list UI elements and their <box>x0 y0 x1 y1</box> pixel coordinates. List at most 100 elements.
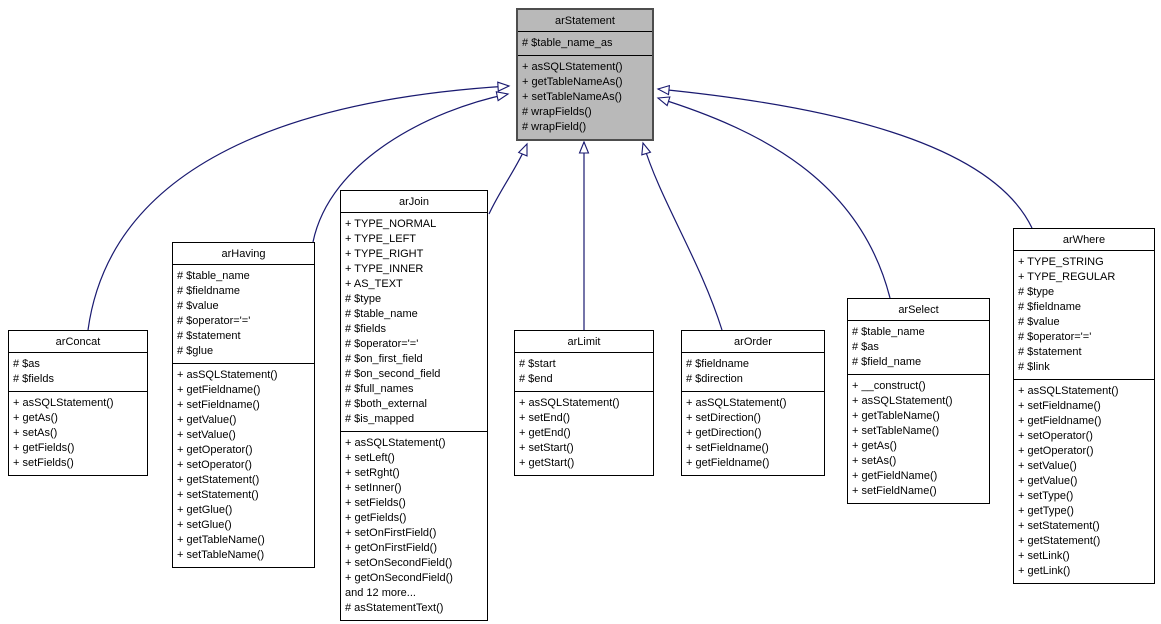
class-method: # asStatementText() <box>345 602 444 614</box>
class-method: + getDirection() <box>686 427 762 439</box>
class-field: # $operator='=' <box>1018 331 1092 343</box>
class-method: + setStatement() <box>177 489 259 501</box>
class-method: + getTableNameAs() <box>522 76 623 88</box>
class-methods-compartment: + asSQLStatement()+ setEnd()+ getEnd()+ … <box>515 391 653 475</box>
class-method: + asSQLStatement() <box>345 437 446 449</box>
inheritance-edge-arOrder-to-arStatement <box>641 141 723 331</box>
class-method: + setOperator() <box>1018 430 1093 442</box>
class-name: arStatement <box>555 15 615 27</box>
class-node-arWhere[interactable]: arWhere+ TYPE_STRING+ TYPE_REGULAR# $typ… <box>1013 228 1155 584</box>
class-methods-compartment: + asSQLStatement()+ setFieldname()+ getF… <box>1014 379 1154 583</box>
class-field: # $as <box>852 341 879 353</box>
class-method: + getOperator() <box>1018 445 1094 457</box>
class-method: + getLink() <box>1018 565 1071 577</box>
class-method: + getTableName() <box>177 534 265 546</box>
class-field: # $value <box>1018 316 1060 328</box>
class-method: + setOperator() <box>177 459 252 471</box>
class-field: + TYPE_NORMAL <box>345 218 437 230</box>
class-method: + setValue() <box>1018 460 1077 472</box>
class-field: + TYPE_REGULAR <box>1018 271 1116 283</box>
class-field: # $statement <box>177 330 241 342</box>
class-method: # wrapFields() <box>522 106 592 118</box>
class-field: # $both_external <box>345 398 427 410</box>
class-name: arHaving <box>221 248 266 260</box>
class-method: + getFieldName() <box>852 470 938 482</box>
class-field: # $direction <box>686 373 743 385</box>
class-method: + asSQLStatement() <box>852 395 953 407</box>
inheritance-edge-arWhere-to-arStatement <box>656 84 1033 229</box>
class-name: arJoin <box>399 196 429 208</box>
class-method: + setAs() <box>13 427 58 439</box>
class-field: # $fieldname <box>177 285 240 297</box>
class-field: # $operator='=' <box>345 338 419 350</box>
class-method: + setRght() <box>345 467 400 479</box>
class-method: + getOnFirstField() <box>345 542 437 554</box>
class-method: + getValue() <box>177 414 237 426</box>
class-field: # $fields <box>13 373 54 385</box>
class-field: # $operator='=' <box>177 315 251 327</box>
class-node-arSelect[interactable]: arSelect # $table_name # $as # $field_name +… <box>847 298 990 504</box>
class-field: # $fieldname <box>686 358 749 370</box>
class-node-arOrder[interactable]: arOrder# $fieldname# $direction+ asSQLSt… <box>681 330 825 476</box>
class-method: + getStatement() <box>177 474 260 486</box>
class-method: + setGlue() <box>177 519 232 531</box>
class-field: + AS_TEXT <box>345 278 403 290</box>
class-field: + TYPE_INNER <box>345 263 424 275</box>
inheritance-edge-arJoin-to-arStatement <box>488 142 528 215</box>
class-field: # $link <box>1018 361 1050 373</box>
class-node-arLimit[interactable]: arLimit# $start# $end+ asSQLStatement()+… <box>514 330 654 476</box>
class-field: # $field_name <box>852 356 922 368</box>
class-field: # $value <box>177 300 219 312</box>
class-method: + setOnSecondField() <box>345 557 453 569</box>
class-method: + getStatement() <box>1018 535 1101 547</box>
class-field: # $is_mapped <box>345 413 415 425</box>
class-field: # $statement <box>1018 346 1082 358</box>
class-field: # $full_names <box>345 383 414 395</box>
class-method: + getFields() <box>13 442 75 454</box>
class-method: + setEnd() <box>519 412 571 424</box>
class-method: + getValue() <box>1018 475 1078 487</box>
class-method: + getFieldname() <box>686 457 770 469</box>
class-method: + getFieldname() <box>177 384 261 396</box>
class-fields-compartment: + TYPE_STRING + TYPE_REGULAR # $type # $fie… <box>1014 250 1154 379</box>
class-name: arSelect <box>898 304 939 316</box>
class-field: # $as <box>13 358 40 370</box>
class-method: + getTableName() <box>852 410 940 422</box>
class-method: + setStatement() <box>1018 520 1100 532</box>
class-field: + TYPE_RIGHT <box>345 248 424 260</box>
class-method: + setTableName() <box>852 425 940 437</box>
class-method: + setTableNameAs() <box>522 91 622 103</box>
class-field: # $end <box>519 373 553 385</box>
class-method: + getEnd() <box>519 427 571 439</box>
class-method: + setFields() <box>13 457 74 469</box>
class-field: # $fields <box>345 323 386 335</box>
class-method: + setDirection() <box>686 412 761 424</box>
class-method: + setAs() <box>852 455 897 467</box>
class-field: # $glue <box>177 345 214 357</box>
class-field: # $fieldname <box>1018 301 1081 313</box>
class-field: # $start <box>519 358 556 370</box>
class-methods-compartment: + __construct()+ asSQLStatement()+ getTa… <box>848 374 989 503</box>
class-methods-compartment: + asSQLStatement()+ getAs()+ setAs()+ ge… <box>9 391 147 475</box>
inheritance-edge-arHaving-to-arStatement <box>312 91 510 243</box>
class-method: + asSQLStatement() <box>522 61 623 73</box>
class-method: + setType() <box>1018 490 1074 502</box>
class-node-arHaving[interactable]: arHaving# $table_name# $fieldname# $valu… <box>172 242 315 568</box>
class-methods-compartment: + asSQLStatement()+ getFieldname()+ setF… <box>173 363 314 567</box>
class-field: # $type <box>1018 286 1055 298</box>
class-node-arConcat[interactable]: arConcat# $as# $fields+ asSQLStatement()… <box>8 330 148 476</box>
class-method: + asSQLStatement() <box>13 397 114 409</box>
class-field: # $table_name <box>852 326 925 338</box>
class-name: arLimit <box>567 336 601 348</box>
class-method: + setValue() <box>177 429 236 441</box>
class-fields-compartment: # $start # $end <box>515 352 653 391</box>
class-method: + getOperator() <box>177 444 253 456</box>
class-field: + TYPE_STRING <box>1018 256 1104 268</box>
class-methods-compartment: + asSQLStatement() + getTableNameAs() + se… <box>518 55 652 139</box>
class-node-arStatement[interactable]: arStatement# $table_name_as+ asSQLStatem… <box>516 8 654 141</box>
class-node-arJoin[interactable]: arJoin+ TYPE_NORMAL+ TYPE_LEFT+ TYPE_RIG… <box>340 190 488 621</box>
class-fields-compartment: # $table_name# $fieldname# $value# $oper… <box>173 264 314 363</box>
class-field: # $table_name <box>345 308 418 320</box>
